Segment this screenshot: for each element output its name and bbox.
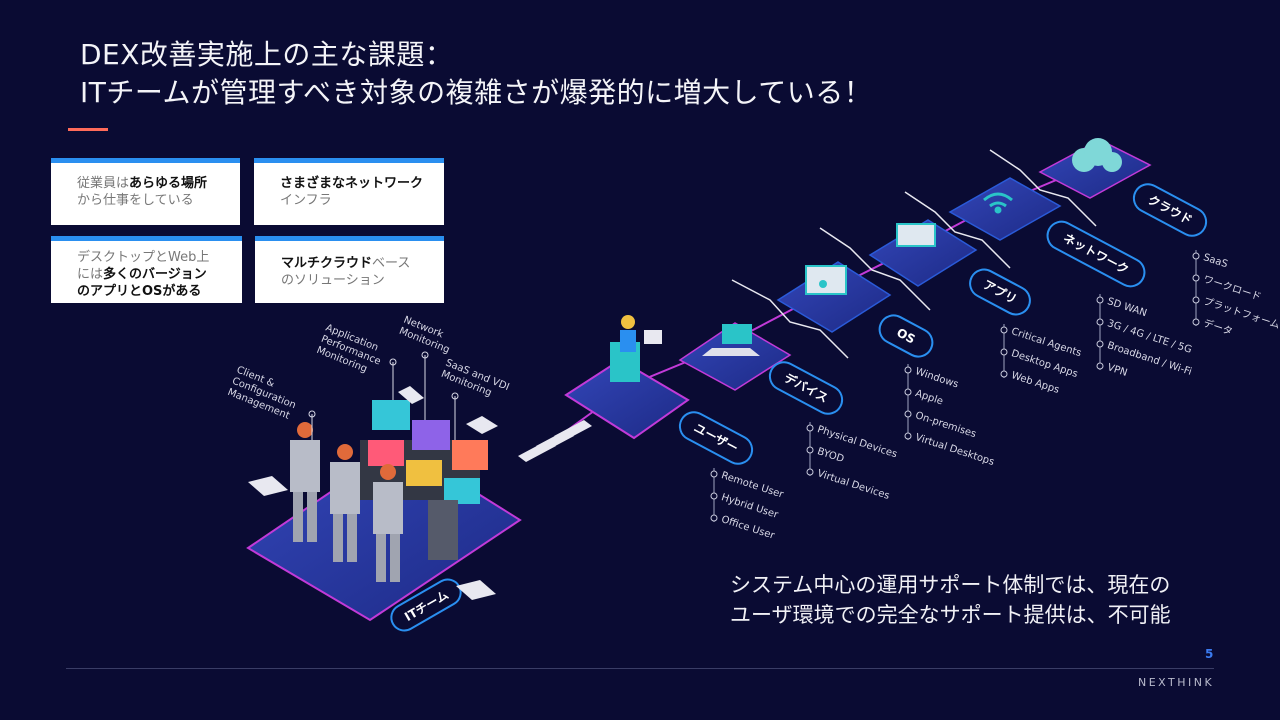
title-accent-bar <box>68 128 108 131</box>
bullet-icon <box>1000 326 1008 334</box>
card-text: には <box>77 267 104 282</box>
category-item: データ <box>1202 316 1235 338</box>
bullet-icon <box>1192 318 1200 326</box>
bullet-icon <box>1000 348 1008 356</box>
it-staff-1 <box>290 422 320 542</box>
monitoring-label: Client &ConfigurationManagement <box>226 365 302 423</box>
category-item: Web Apps <box>1010 370 1061 396</box>
bullet-icon <box>806 424 814 432</box>
bullet-icon <box>1192 252 1200 260</box>
card-text: 従業員は <box>77 176 130 191</box>
bullet-icon <box>1096 296 1104 304</box>
category-item: VPN <box>1106 362 1129 379</box>
category-badge <box>768 361 844 415</box>
card-versions: デスクトップとWeb上には多くのバージョンのアプリとOSがある <box>51 236 242 303</box>
title-line-1: DEX改善実施上の主な課題： <box>80 38 454 71</box>
bullet-icon <box>904 366 912 374</box>
bullet-icon <box>1096 318 1104 326</box>
category-badge <box>1046 220 1146 288</box>
brand-logo: NEXTHINK <box>1138 676 1215 689</box>
cap-icon <box>466 416 498 434</box>
bullet-icon <box>710 470 718 478</box>
card-text: あらゆる場所 <box>129 176 208 191</box>
card-text: から仕事をしている <box>77 193 194 208</box>
bullet-icon <box>904 410 912 418</box>
card-text: のアプリとOSがある <box>77 284 202 299</box>
it-staff-figures <box>290 422 403 582</box>
cloud-icon <box>1072 138 1122 172</box>
category-item: Virtual Devices <box>816 468 891 502</box>
page-title: DEX改善実施上の主な課題： ITチームが管理すべき対象の複雑さが爆発的に増大し… <box>80 36 872 112</box>
category-badge <box>678 411 754 465</box>
it-staff-2 <box>330 444 360 562</box>
bullet-icon <box>710 492 718 500</box>
category-item: SaaS <box>1202 252 1229 270</box>
monitoring-labels: Client &ConfigurationManagement Applicat… <box>226 315 511 423</box>
bullet-icon <box>1000 370 1008 378</box>
hidden-eye-icon <box>398 386 424 404</box>
category-badge <box>878 314 934 358</box>
monitoring-label: SaaS and VDIMonitoring <box>439 358 510 405</box>
card-text: のソリューション <box>281 273 385 288</box>
card-text: さまざまなネットワーク <box>280 176 424 191</box>
laptop-icon <box>702 324 760 356</box>
bullet-icon <box>710 514 718 522</box>
monitoring-pins <box>308 351 459 440</box>
title-line-2: ITチームが管理すべき対象の複雑さが爆発的に増大している！ <box>80 76 873 109</box>
page-number: 5 <box>1205 647 1214 661</box>
tile-laptop <box>678 322 792 391</box>
os-window-icon <box>805 265 847 295</box>
bullet-icon <box>1096 340 1104 348</box>
monitor-pin-icons <box>398 386 498 434</box>
category-item: SD WAN <box>1106 296 1148 319</box>
bullet-icon <box>904 388 912 396</box>
card-text: マルチクラウド <box>281 256 373 271</box>
category-badge <box>969 268 1031 316</box>
category-item: Virtual Desktops <box>914 432 996 468</box>
tile-wifi <box>948 177 1062 241</box>
monitor-desk <box>360 400 488 560</box>
bullet-icon <box>904 432 912 440</box>
bullet-icon <box>806 446 814 454</box>
keyboard-icon <box>896 223 936 247</box>
conclusion-line-1: システム中心の運用サポート体制では、現在の <box>730 573 1171 597</box>
chevron-arrows-icon <box>248 420 592 600</box>
bullet-icon <box>806 468 814 476</box>
wifi-icon <box>983 192 1013 214</box>
category-item: BYOD <box>816 446 846 465</box>
monitoring-label: ApplicationPerformanceMonitoring <box>315 323 387 379</box>
card-text: 多くのバージョン <box>103 267 207 282</box>
card-multicloud: マルチクラウドベースのソリューション <box>255 236 444 303</box>
tile-user <box>564 358 690 440</box>
bullet-icon <box>1192 296 1200 304</box>
footer-divider <box>66 668 1214 669</box>
lightning-lines <box>731 149 1097 359</box>
card-text: インフラ <box>280 193 332 208</box>
conclusion-line-2: ユーザ環境での完全なサポート提供は、不可能 <box>730 603 1171 627</box>
it-staff-3 <box>373 464 403 582</box>
category-badge <box>1132 183 1208 237</box>
card-text: ベース <box>372 256 411 271</box>
card-anywhere: 従業員はあらゆる場所から仕事をしている <box>51 158 240 225</box>
conclusion-text: システム中心の運用サポート体制では、現在の ユーザ環境での完全なサポート提供は、… <box>730 570 1171 630</box>
bullet-icon <box>1096 362 1104 370</box>
card-network: さまざまなネットワークインフラ <box>254 158 444 225</box>
card-text: デスクトップとWeb上 <box>77 250 210 265</box>
bullet-icon <box>1192 274 1200 282</box>
user-figure <box>610 315 662 382</box>
category-item: Office User <box>720 514 777 542</box>
category-item: Apple <box>914 388 944 407</box>
category-item: Windows <box>914 366 960 390</box>
monitoring-label: NetworkMonitoring <box>397 315 455 356</box>
